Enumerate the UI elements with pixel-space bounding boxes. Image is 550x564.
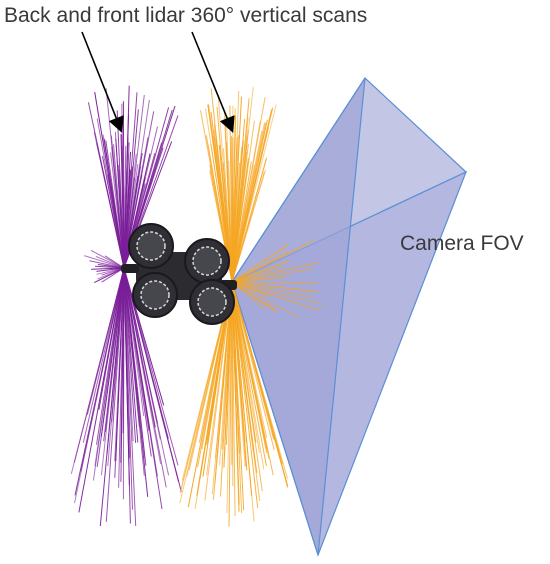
back-lidar-ray [120,267,125,463]
drone-rear-sensor [121,264,139,273]
back-lidar-ray [98,267,125,410]
front-lidar-ray [231,244,289,283]
camera-fov-label: Camera FOV [400,232,524,255]
front-lidar-ray [231,260,290,283]
back-lidar-ray [105,140,125,269]
drone [121,223,237,325]
front-lidar-ray [231,281,261,501]
camera-fov [230,77,468,557]
front-lidar-ray [231,281,263,492]
front-lidar-ray [231,281,247,467]
front-lidar-ray [230,135,233,283]
back-lidar-ray [115,267,125,461]
back-lidar-ray [123,267,145,476]
front-lidar-ray [231,169,266,283]
propeller-guard-bottom-left [132,272,178,318]
back-lidar-ray [104,255,125,269]
back-lidar-ray [96,267,125,445]
front-lidar-ray [231,240,314,283]
front-lidar-ray [231,281,267,466]
back-lidar-ray [99,267,125,527]
back-lidar-ray [123,267,134,442]
front-lidar-ray [231,281,275,451]
arrow-to-front-lidar [191,31,235,133]
back-lidar-ray [91,267,125,270]
back-lidar-ray [123,267,131,524]
front-lidar-ray [231,276,287,283]
back-lidar-ray [95,255,125,269]
front-lidar-ray [231,281,234,487]
front-lidar-ray [231,281,264,309]
back-lidar-ray [116,110,125,269]
back-lidar-ray [87,102,125,269]
front-lidar-ray [231,281,318,284]
front-lidar-ray [231,281,324,306]
front-lidar-ray [231,120,255,283]
propeller-guard-top-left [128,223,174,269]
scan-label: Back and front lidar 360° vertical scans [4,4,368,27]
back-lidar-ray [123,267,167,488]
back-lidar-ray [123,267,145,417]
front-lidar-ray [231,281,299,318]
propeller-guard-top-right [184,238,230,284]
front-lidar-ray [226,122,233,283]
propeller-guard-bottom-right [189,279,235,325]
back-lidar-scan [70,85,182,527]
back-lidar-ray [89,260,125,269]
front-lidar-ray [231,281,319,293]
back-lidar-ray [123,267,169,439]
front-lidar-ray [231,268,313,283]
front-lidar-ray [231,96,242,283]
front-lidar-ray [231,127,269,283]
front-lidar-ray [231,281,270,297]
back-lidar-ray [86,267,125,415]
front-lidar-ray [231,281,268,449]
front-lidar-ray [226,281,233,514]
back-lidar-ray [80,267,125,472]
front-lidar-ray [231,262,319,283]
front-lidar-ray [231,281,276,312]
front-lidar-ray [231,281,313,298]
back-lidar-ray [84,255,125,269]
camera-fov-face-left [231,77,366,556]
back-lidar-ray [123,109,139,269]
front-lidar-ray [231,281,265,470]
front-lidar-ray [231,281,240,512]
arrow-to-back-lidar [81,31,124,133]
front-lidar-ray [231,266,283,283]
front-lidar-ray [231,281,319,311]
